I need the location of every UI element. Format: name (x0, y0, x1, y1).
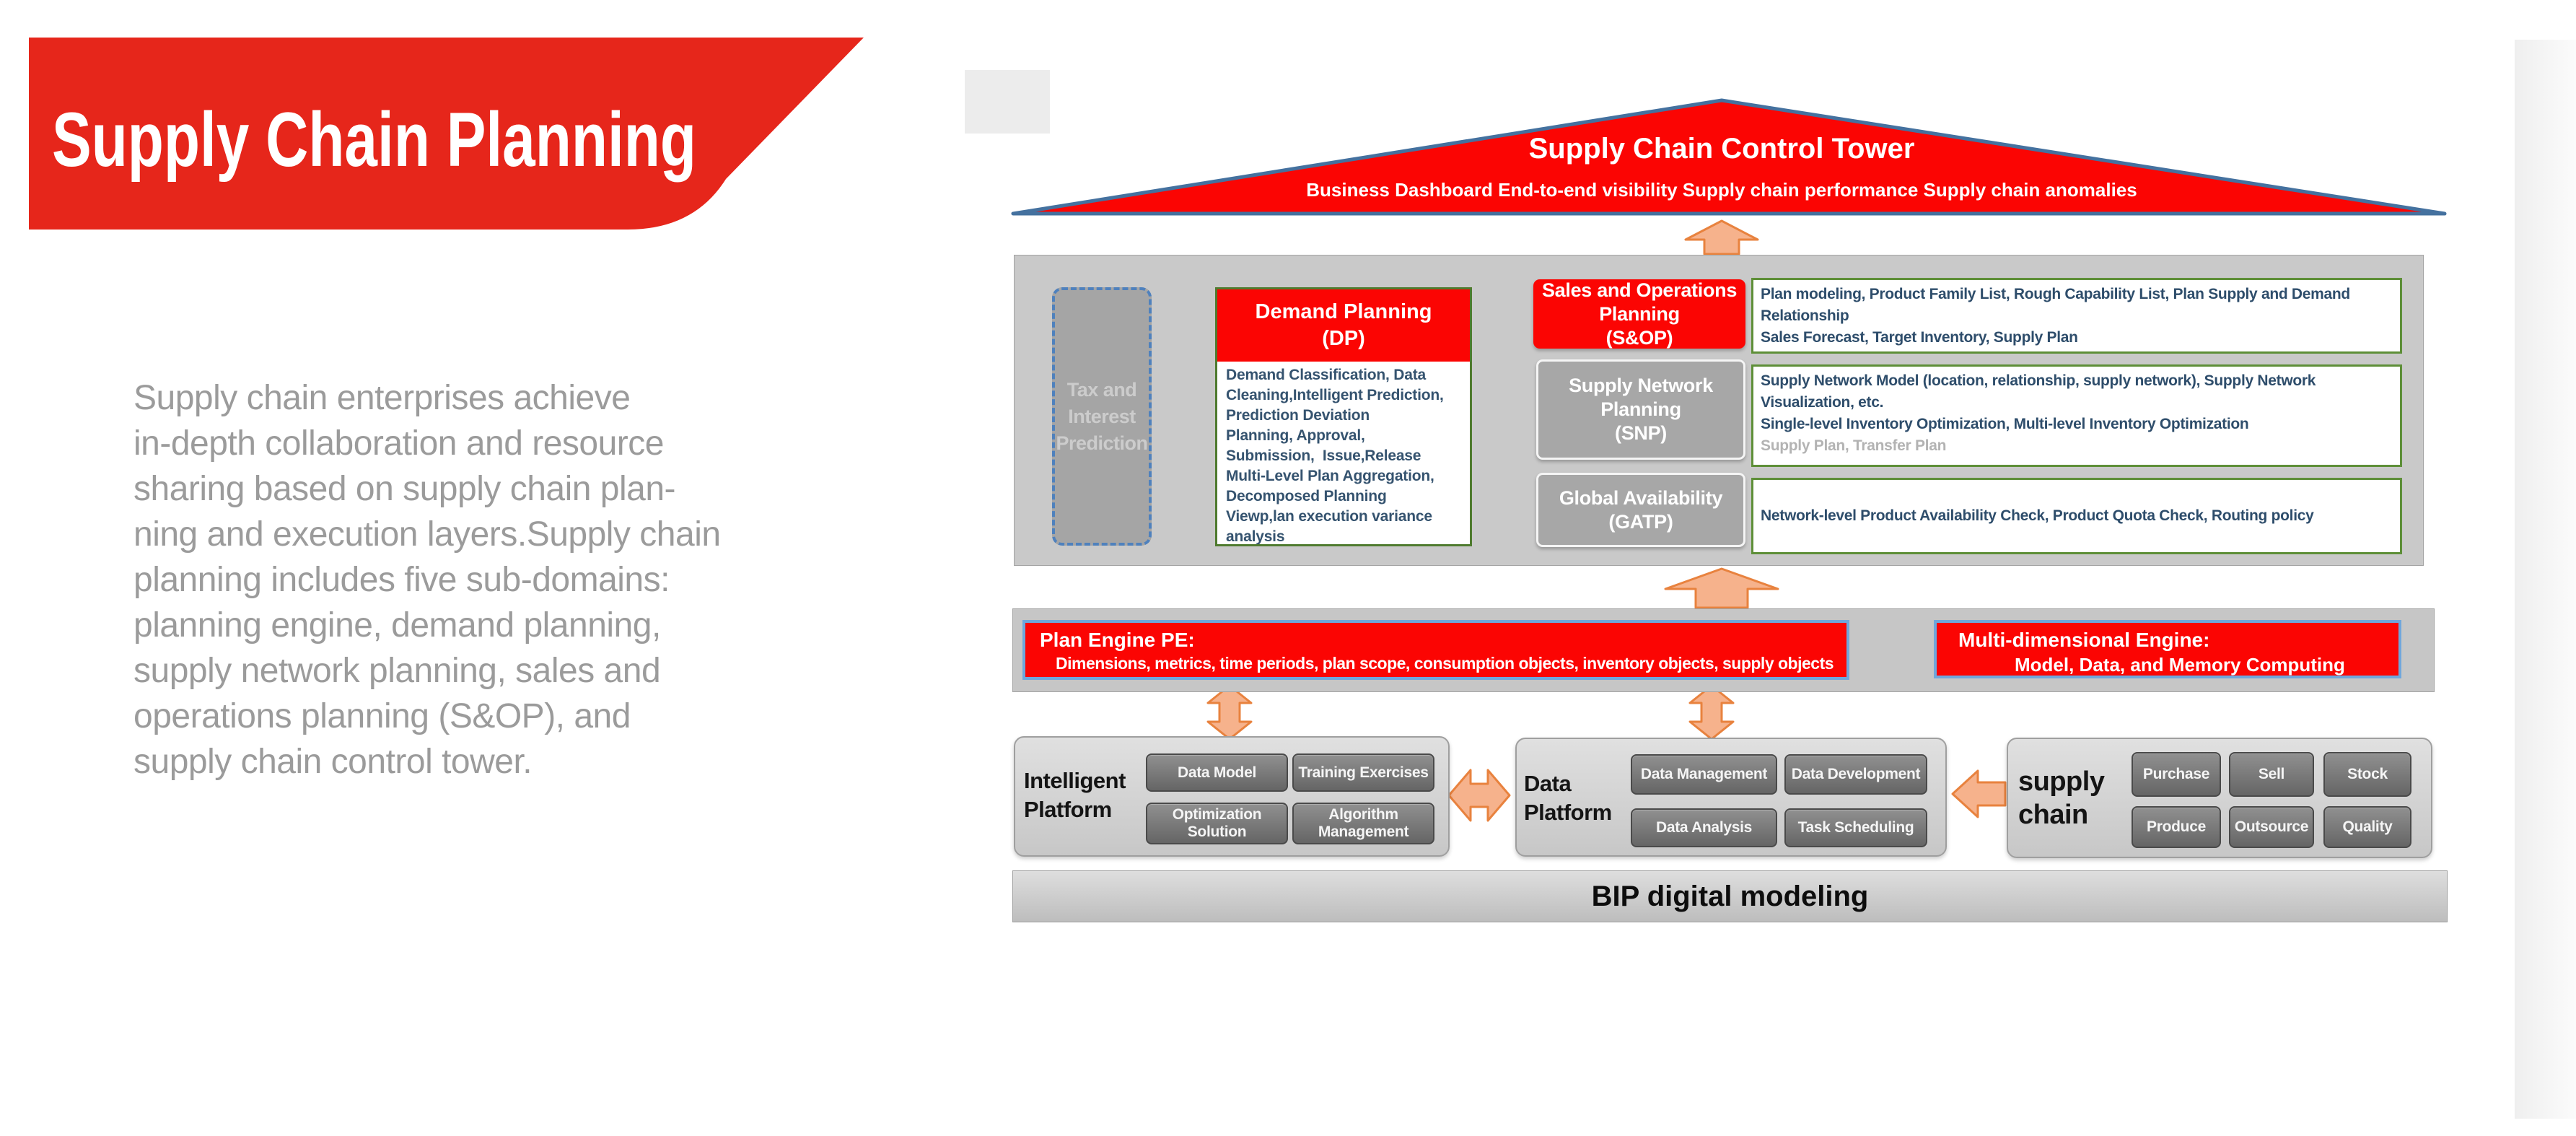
chip-data-model: Data Model (1146, 753, 1288, 792)
arrow-vertical-plan-engine-intelligent-icon (1206, 684, 1253, 740)
supply-chain-label: supply chain (2018, 766, 2105, 830)
plan-engine-box: Plan Engine PE: Dimensions, metrics, tim… (1022, 620, 1849, 680)
intro-paragraph: Supply chain enterprises achieve in-dept… (133, 379, 721, 781)
chip-stock: Stock (2323, 752, 2411, 797)
chip-data-analysis: Data Analysis (1631, 808, 1777, 847)
demand-planning-body: Demand Classification, Data Cleaning,Int… (1226, 367, 1444, 544)
supply-chain-box: supply chain Purchase Sell Stock Produce… (2007, 738, 2432, 858)
chip-task-scheduling: Task Scheduling (1784, 808, 1927, 847)
chip-produce: Produce (2132, 806, 2221, 848)
control-tower-title: Supply Chain Control Tower (1528, 133, 1915, 165)
arrow-left-supplychain-to-data-icon (1951, 769, 2007, 818)
bip-digital-modeling-bar: BIP digital modeling (1012, 870, 2448, 922)
intelligent-platform-label: Intelligent Platform (1024, 768, 1126, 822)
chip-algorithm-management: Algorithm Management (1292, 803, 1434, 844)
snp-description-text: Supply Network Model (location, relation… (1761, 372, 2316, 432)
data-platform-label: Data Platform (1524, 771, 1612, 825)
snp-description: Supply Network Model (location, relation… (1751, 364, 2402, 467)
chip-quality: Quality (2323, 806, 2411, 848)
chip-sell: Sell (2229, 752, 2314, 797)
multi-dimensional-engine-box: Multi-dimensional Engine: Model, Data, a… (1934, 620, 2401, 678)
demand-planning-title: Demand Planning (DP) (1217, 289, 1470, 362)
chip-optimization-solution: Optimization Solution (1146, 803, 1288, 844)
page-title: Supply Chain Planning (52, 97, 696, 183)
snp-box: Supply Network Planning (SNP) (1536, 359, 1745, 460)
sop-box: Sales and Operations Planning (S&OP) (1533, 279, 1745, 349)
demand-planning-block: Demand Planning (DP) Demand Classificati… (1215, 287, 1472, 546)
control-tower-subtitle: Business Dashboard End-to-end visibility… (1306, 179, 2137, 201)
data-platform-box: Data Platform Data Management Data Devel… (1515, 738, 1947, 857)
plan-engine-detail: Dimensions, metrics, time periods, plan … (1056, 654, 1834, 673)
arrow-up-to-control-tower-icon (1684, 219, 1759, 255)
plan-engine-title: Plan Engine PE: (1040, 629, 1195, 651)
tax-interest-prediction-box: Tax and Interest Prediction (1052, 287, 1152, 546)
snp-description-muted: Supply Plan, Transfer Plan (1761, 437, 1947, 454)
gatp-box: Global Availability (GATP) (1536, 473, 1745, 547)
background-patch (965, 70, 1050, 134)
arrow-horizontal-platforms-icon (1447, 769, 1511, 822)
chip-outsource: Outsource (2229, 806, 2314, 848)
right-edge-strip (2515, 40, 2576, 1119)
chip-training-exercises: Training Exercises (1292, 753, 1434, 792)
control-tower-triangle (1011, 98, 2447, 216)
gatp-description: Network-level Product Availability Check… (1751, 478, 2402, 554)
chip-data-management: Data Management (1631, 754, 1777, 795)
title-banner-shape (29, 38, 864, 230)
sop-description: Plan modeling, Product Family List, Roug… (1751, 278, 2402, 354)
chip-data-development: Data Development (1784, 754, 1927, 795)
multi-engine-detail: Model, Data, and Memory Computing (2015, 654, 2345, 676)
arrow-vertical-plan-engine-data-icon (1688, 684, 1735, 740)
intelligent-platform-box: Intelligent Platform Data Model Training… (1014, 736, 1450, 857)
multi-engine-title: Multi-dimensional Engine: (1958, 629, 2210, 651)
chip-purchase: Purchase (2132, 752, 2221, 797)
arrow-up-to-main-panel-icon (1664, 567, 1779, 609)
